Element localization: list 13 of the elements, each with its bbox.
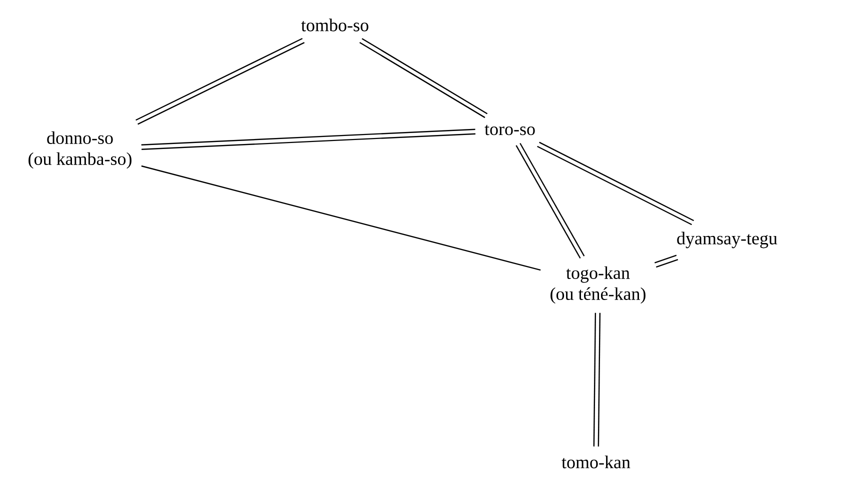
line [593,312,596,446]
line [141,165,541,271]
word-label: tomo-kan [562,456,630,468]
word-label: togo-kan (ou téné-kan) [550,266,646,304]
word-label: donno-so (ou kamba-so) [28,131,132,169]
line [142,133,476,150]
word-label: toro-so [484,124,535,136]
word-label: dyamsay-tegu [677,232,778,248]
line [656,258,678,268]
line [654,254,677,264]
word-label: tombo-so [301,18,368,32]
line [141,128,476,146]
line [598,312,601,446]
